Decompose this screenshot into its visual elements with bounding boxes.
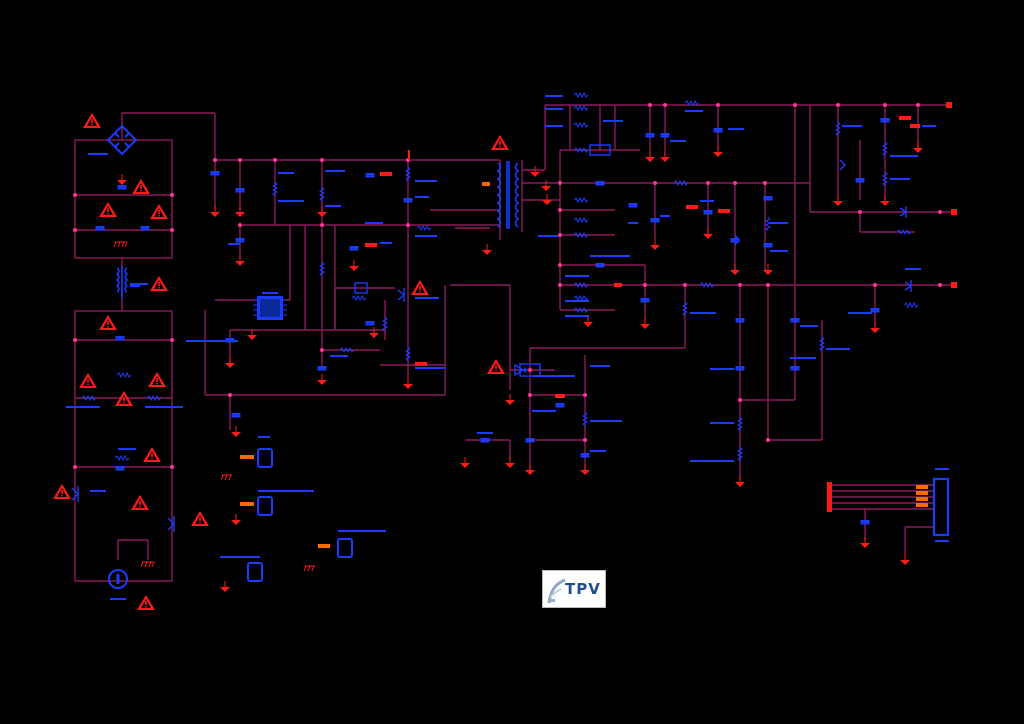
connector-icon <box>932 477 950 537</box>
connector-icon <box>337 538 353 558</box>
logo-text: TPV <box>565 580 601 598</box>
components <box>71 92 950 589</box>
connector-icon <box>257 448 273 468</box>
part-reference-marks <box>66 95 949 600</box>
logo-swoosh-icon <box>547 578 566 604</box>
transformer-icon <box>496 161 520 229</box>
connector-icon <box>247 562 263 582</box>
ic-icon <box>253 296 287 320</box>
tpv-logo: TPV <box>542 570 606 608</box>
connector-icon <box>257 496 273 516</box>
transformer-icon <box>115 266 129 298</box>
ic-icon <box>519 363 541 377</box>
highlight-marks <box>365 116 920 398</box>
thermistor-icon <box>108 569 128 589</box>
chassis-ground-icon <box>113 241 315 572</box>
junctions <box>73 103 942 469</box>
diode-bridge-icon <box>106 124 138 156</box>
